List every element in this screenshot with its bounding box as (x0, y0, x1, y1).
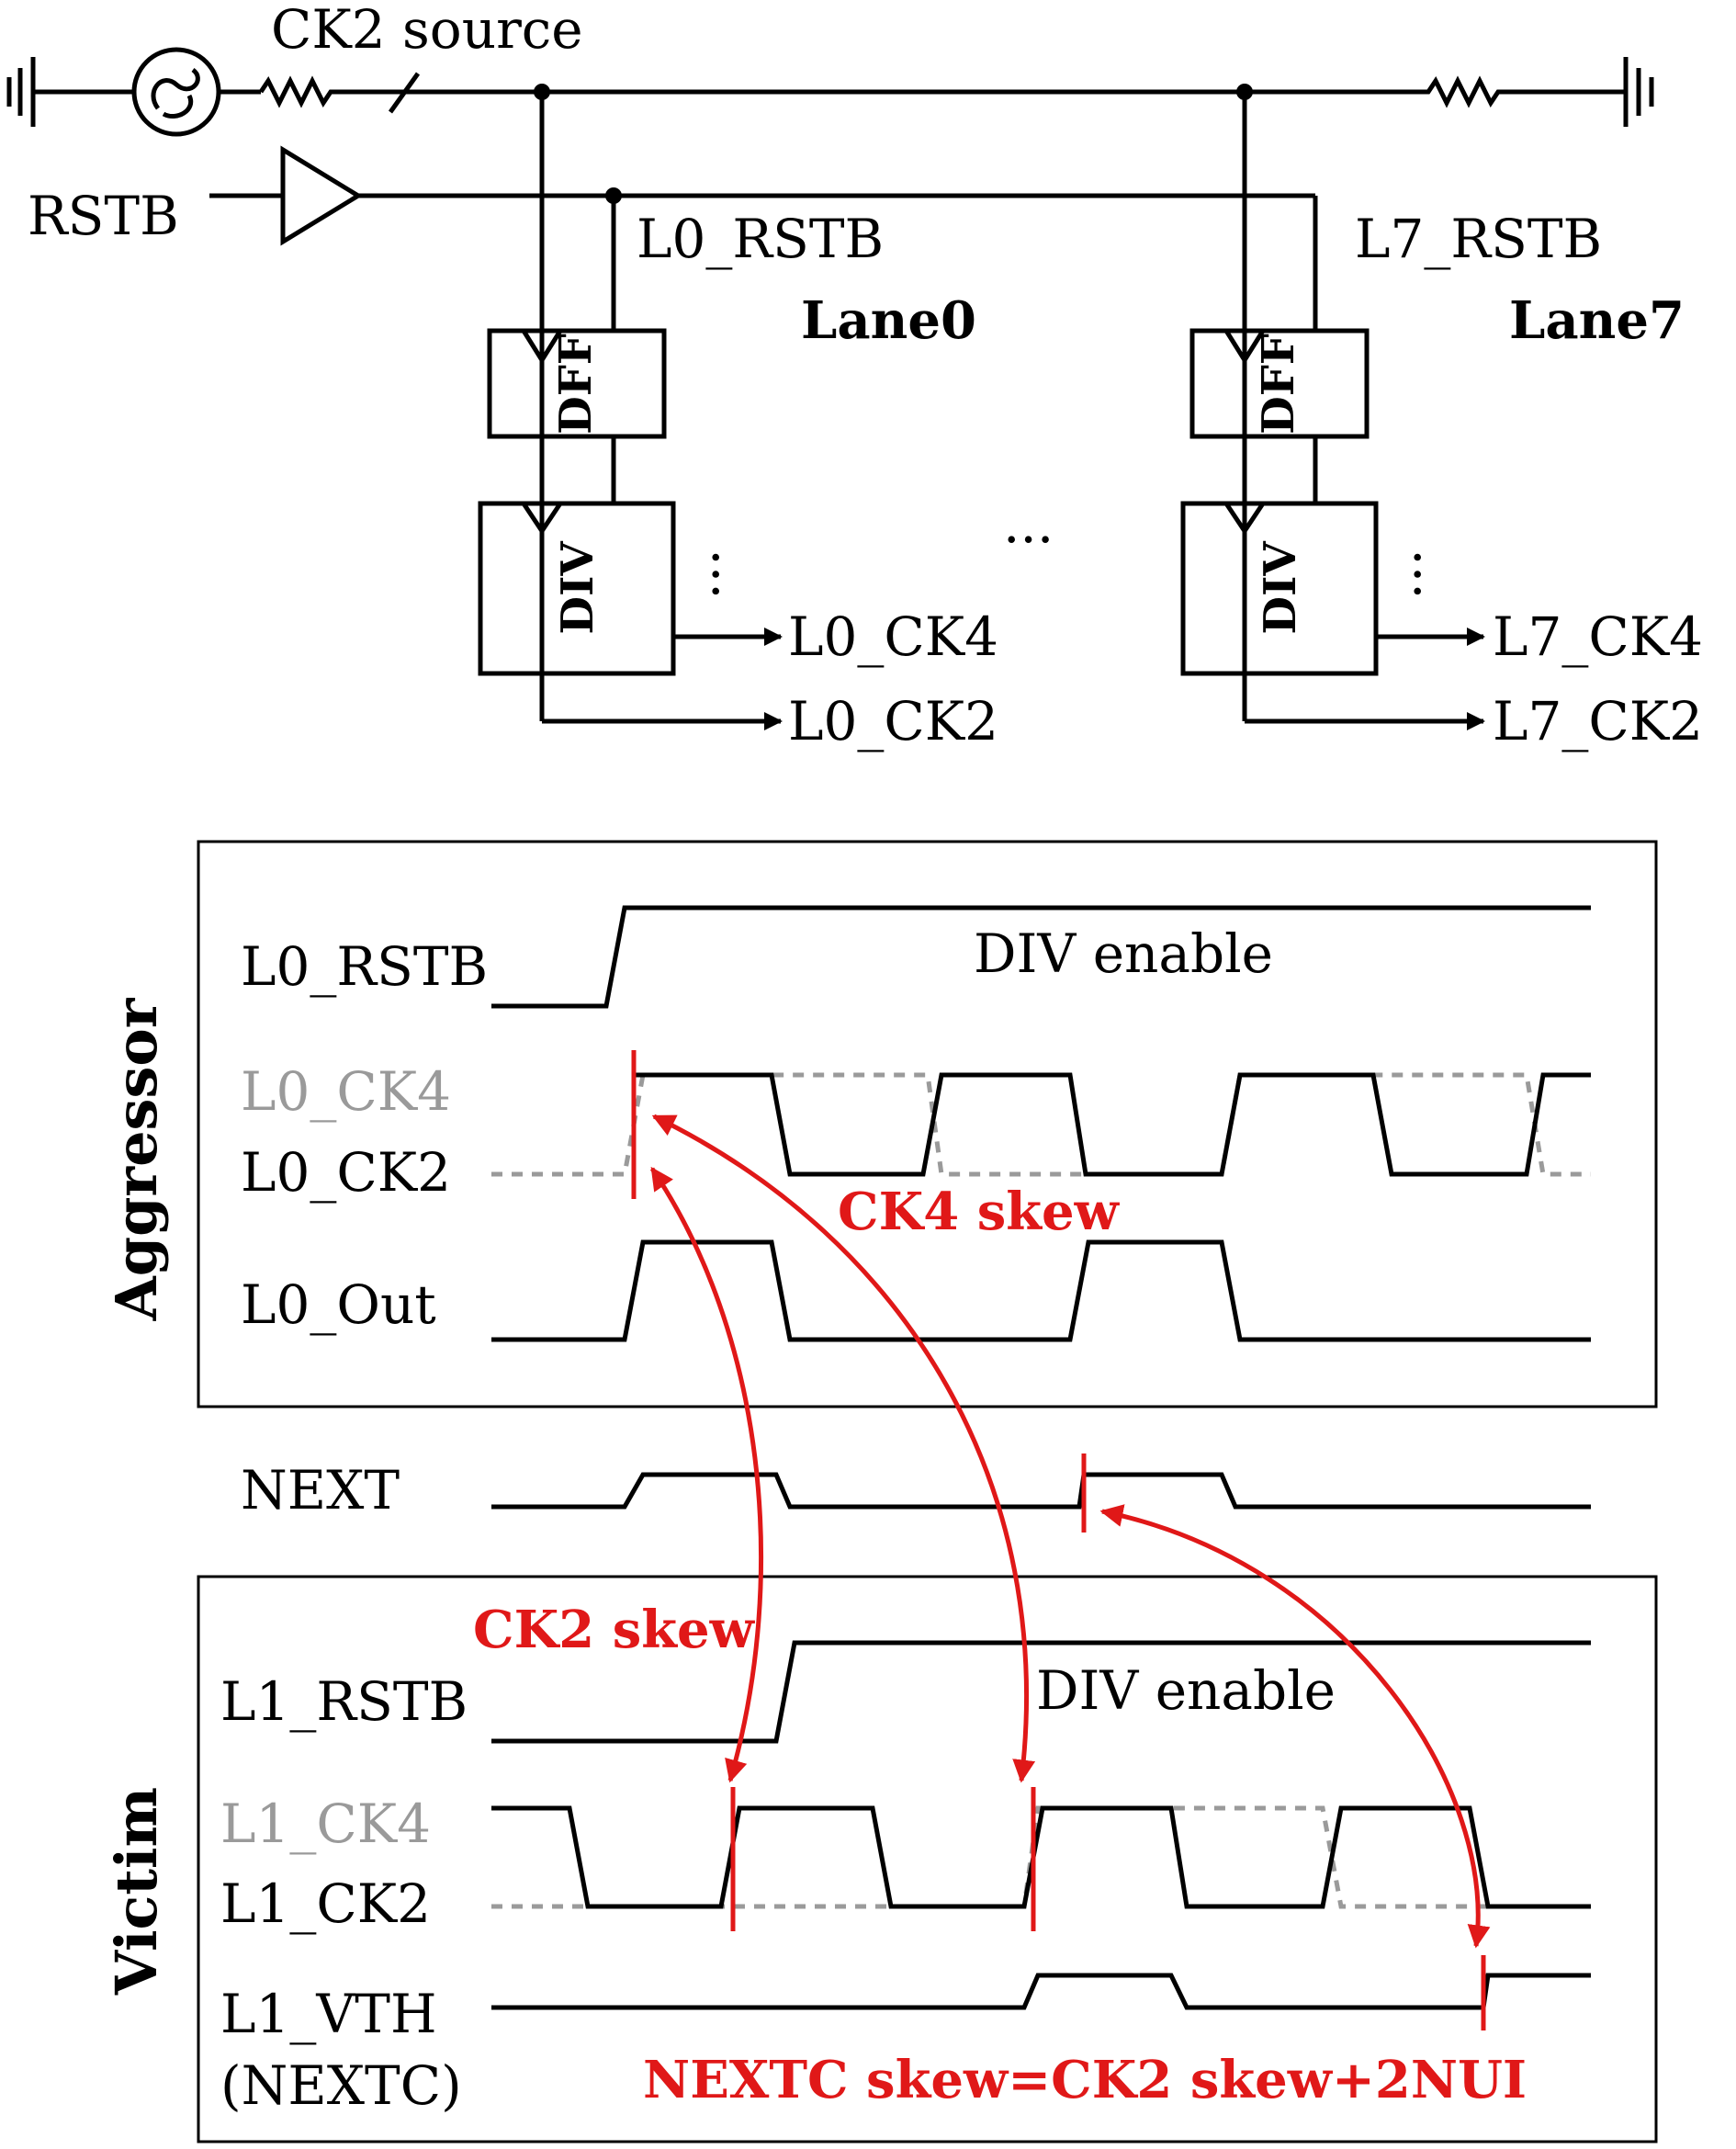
ellipsis: ... (669, 549, 731, 599)
ac-source-icon (131, 47, 221, 137)
dff-box (1189, 328, 1370, 439)
l0-out-signal-label: L0_Out (241, 1273, 436, 1336)
lane7-label: Lane7 (1509, 290, 1685, 351)
victim-group-label: Victim (103, 1787, 170, 1996)
aggressor-div-enable: DIV enable (974, 922, 1273, 985)
div-label: DIV (552, 541, 603, 635)
ck4-skew-arrow (651, 1114, 1036, 1783)
l1-vth-signal-label: L1_VTH (220, 1983, 437, 2045)
rstb-label: RSTB (28, 185, 179, 247)
ck2-skew-label: CK2 skew (473, 1600, 756, 1660)
l0-ck2-signal-label: L0_CK2 (241, 1141, 451, 1204)
victim-panel: Victim CK2 skew L1_RSTB DIV enable L1_CK… (103, 1575, 1658, 2143)
ellipsis: ... (1370, 549, 1433, 599)
dff-label: DFF (550, 334, 602, 435)
ck2-source-label: CK2 source (271, 0, 583, 61)
ground-left-icon (6, 57, 134, 127)
resistor-left-icon (258, 75, 363, 108)
l7-rstb-label: L7_RSTB (1355, 208, 1602, 270)
lane7-block: L7_RSTB Lane7 DFF DIV ... L7_CK4 L7_CK2 (1180, 92, 1703, 752)
lanes-ellipsis: ... (1003, 492, 1054, 555)
l0-ck2-output: L0_CK2 (788, 690, 998, 752)
div-box (1180, 501, 1379, 676)
lane0-block: L0_RSTB Lane0 DFF DIV ... L0_CK4 L0_CK2 (478, 92, 998, 752)
l1-vth-waveform (491, 1973, 1591, 2010)
lane0-label: Lane0 (801, 290, 976, 351)
buffer-icon (280, 145, 363, 246)
l1-rstb-signal-label: L1_RSTB (220, 1670, 468, 1733)
next-row: NEXT (241, 1453, 1591, 1533)
l1-ck4-signal-label: L1_CK4 (220, 1793, 431, 1855)
l1-ck2-waveform (491, 1805, 1591, 1909)
l7-ck2-output: L7_CK2 (1493, 690, 1703, 752)
skew-arrows (649, 1114, 1491, 1949)
l7-ck4-output: L7_CK4 (1493, 605, 1703, 668)
l0-ck4-waveform (491, 1072, 1591, 1177)
resistor-right-icon (1410, 75, 1626, 108)
nextc-signal-label: (NEXTC) (220, 2054, 462, 2117)
nextc-skew-label: NEXTC skew=CK2 skew+2NUI (643, 2050, 1527, 2110)
l0-rstb-label: L0_RSTB (637, 208, 884, 270)
l0-ck4-output: L0_CK4 (788, 605, 998, 668)
l0-rstb-signal-label: L0_RSTB (241, 935, 488, 998)
ground-right-icon (1623, 57, 1654, 127)
l1-ck2-signal-label: L1_CK2 (220, 1872, 431, 1935)
div-label: DIV (1255, 541, 1306, 635)
l0-out-waveform (491, 1239, 1591, 1342)
circuit-schematic: CK2 source RSTB L0_RSTB Lane0 DFF DIV ..… (6, 0, 1703, 752)
victim-div-enable: DIV enable (1036, 1659, 1336, 1722)
aggressor-panel: Aggressor L0_RSTB DIV enable L0_CK4 L0_C… (103, 840, 1658, 1408)
l0-ck2-waveform (634, 1072, 1591, 1177)
next-waveform (491, 1472, 1591, 1510)
div-box (478, 501, 676, 676)
l0-ck4-signal-label: L0_CK4 (241, 1060, 451, 1123)
nextc-skew-arrow (1099, 1504, 1491, 1949)
ck4-skew-label: CK4 skew (838, 1182, 1121, 1242)
aggressor-group-label: Aggressor (103, 997, 170, 1321)
dff-box (487, 328, 667, 439)
l0-rstb-waveform (491, 905, 1591, 1009)
dff-label: DFF (1253, 334, 1304, 435)
next-signal-label: NEXT (241, 1459, 400, 1521)
